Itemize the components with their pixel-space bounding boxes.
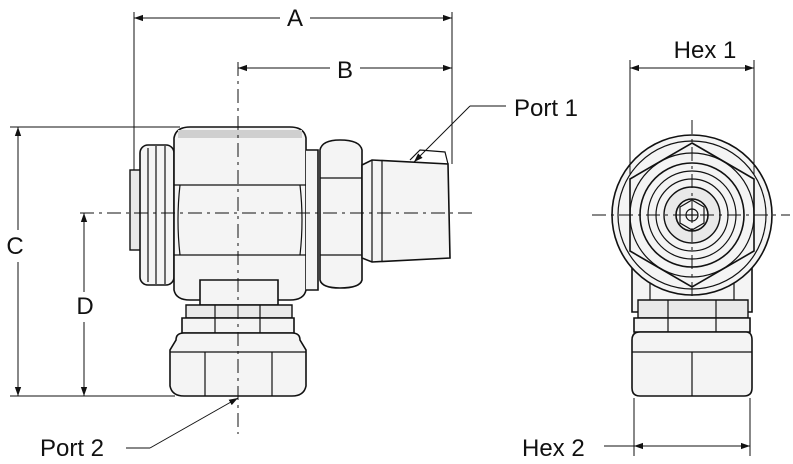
- hex1-label: Hex 1: [674, 37, 737, 64]
- dimension-b-label: B: [337, 57, 353, 84]
- side-view: A B C D Port 1 Port 2: [6, 5, 578, 462]
- hex2-label: Hex 2: [522, 435, 585, 462]
- end-view: Hex 1 Hex 2: [522, 37, 790, 462]
- dimension-d-label: D: [76, 293, 93, 320]
- dimension-a-label: A: [287, 5, 303, 32]
- port1-fitting: [361, 159, 451, 263]
- swivel-nut: [319, 139, 363, 289]
- port2-label: Port 2: [40, 435, 104, 462]
- dimension-c-label: C: [6, 233, 23, 260]
- port1-label: Port 1: [514, 95, 578, 122]
- rear-flange: [139, 144, 175, 286]
